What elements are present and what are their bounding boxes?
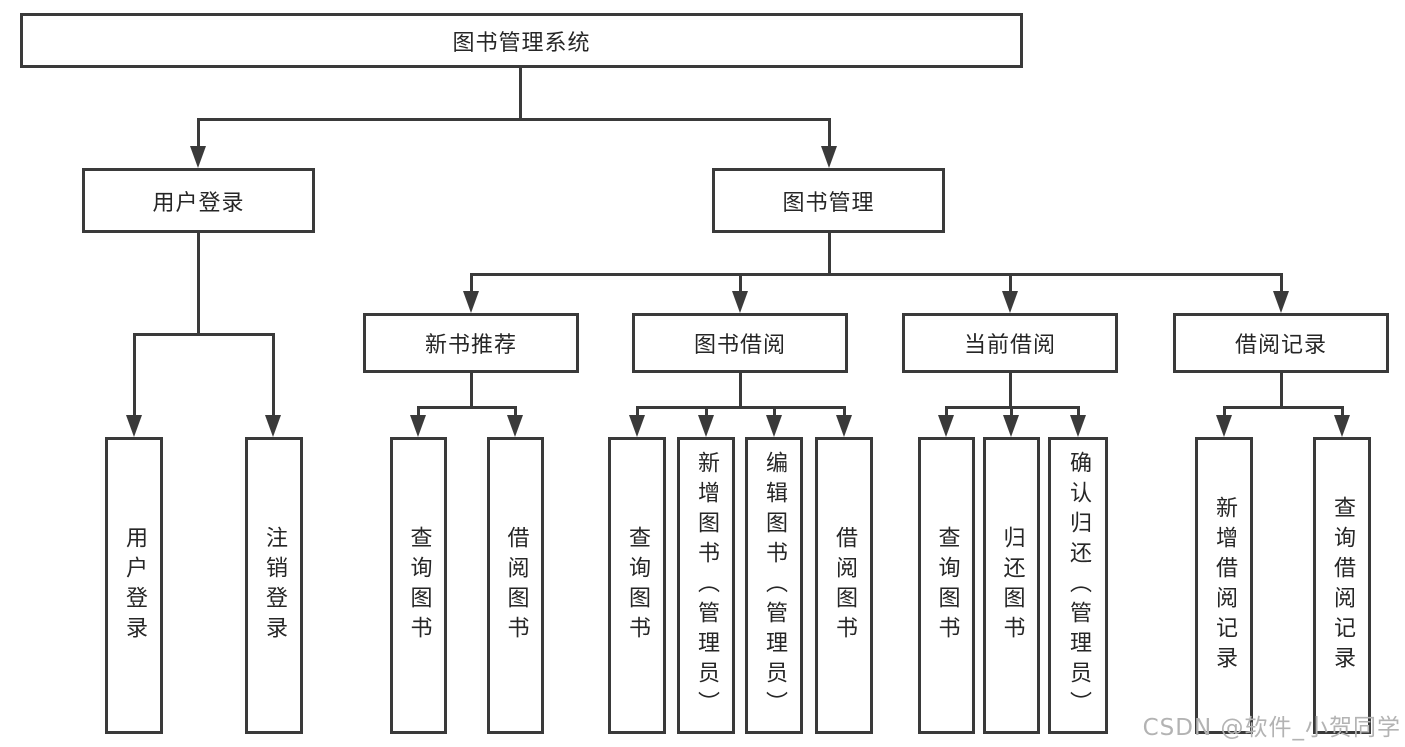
node-leaf-logout-label: 注销登录	[262, 525, 287, 646]
connector-br-hline	[1222, 406, 1344, 409]
node-user-login-label: 用户登录	[152, 190, 245, 216]
node-user-login: 用户登录	[82, 168, 315, 233]
node-br-query-record-label: 查询借阅记录	[1330, 495, 1355, 676]
node-bb-borrow-books-label: 借阅图书	[832, 525, 857, 646]
arrow-to-bb-query-books	[635, 406, 639, 416]
node-bb-query-books-label: 查询图书	[625, 525, 650, 646]
node-book-management-label: 图书管理	[782, 190, 875, 216]
node-library-system: 图书管理系统	[20, 13, 1023, 68]
node-current-borrowing-label: 当前借阅	[963, 333, 1056, 358]
node-bb-query-books: 查询图书	[608, 437, 666, 734]
arrow-to-cb-query-books	[944, 406, 948, 416]
arrow-to-br-add-record	[1222, 406, 1226, 416]
arrow-to-nbr-borrow-books	[513, 406, 517, 416]
arrow-to-current-borrowing	[1008, 273, 1012, 292]
arrow-to-bb-borrow-books	[842, 406, 846, 416]
arrow-to-borrow-records	[1279, 273, 1283, 292]
arrow-to-bb-add-books	[704, 406, 708, 416]
arrow-to-cb-confirm-return	[1076, 406, 1080, 416]
node-cb-confirm-return-admin-label: 确认归还（管理员）	[1066, 450, 1091, 721]
connector-user-login-hline	[132, 333, 275, 336]
node-cb-confirm-return-admin: 确认归还（管理员）	[1048, 437, 1108, 734]
connector-bb-stub	[738, 371, 742, 408]
node-nbr-query-books: 查询图书	[390, 437, 447, 734]
node-leaf-logout: 注销登录	[245, 437, 303, 734]
node-bb-add-books-admin-label: 新增图书（管理员）	[694, 450, 719, 721]
connector-br-stub	[1279, 371, 1283, 408]
connector-cb-stub	[1008, 371, 1012, 408]
connector-bb-hline	[635, 406, 846, 409]
node-cb-return-books-label: 归还图书	[999, 525, 1025, 646]
arrow-to-book-management	[827, 118, 831, 147]
arrow-to-logout-leaf	[271, 333, 275, 416]
node-book-borrowing: 图书借阅	[632, 313, 848, 373]
connector-root-stub	[518, 66, 522, 120]
node-bb-borrow-books: 借阅图书	[815, 437, 873, 734]
arrow-to-book-borrowing	[738, 273, 742, 292]
connector-book-management-stub	[827, 231, 831, 275]
node-borrow-records-label: 借阅记录	[1234, 333, 1327, 358]
node-nbr-borrow-books: 借阅图书	[487, 437, 544, 734]
node-bb-edit-books-admin: 编辑图书（管理员）	[745, 437, 803, 734]
arrow-to-bb-edit-books	[772, 406, 776, 416]
node-nbr-query-books-label: 查询图书	[406, 525, 432, 646]
node-book-borrowing-label: 图书借阅	[693, 333, 786, 358]
connector-nbr-stub	[469, 371, 473, 408]
connector-level3-hline	[469, 273, 1283, 276]
node-current-borrowing: 当前借阅	[902, 313, 1118, 373]
node-br-add-record: 新增借阅记录	[1195, 437, 1253, 734]
csdn-watermark: CSDN @软件_小贺同学	[1142, 715, 1401, 741]
connector-nbr-hline	[416, 406, 517, 409]
node-bb-add-books-admin: 新增图书（管理员）	[677, 437, 735, 734]
node-new-book-recommend-label: 新书推荐	[424, 333, 517, 358]
node-cb-query-books-label: 查询图书	[934, 525, 960, 646]
node-nbr-borrow-books-label: 借阅图书	[503, 525, 529, 646]
node-borrow-records: 借阅记录	[1173, 313, 1389, 373]
arrow-to-user-login-leaf	[132, 333, 136, 416]
node-br-query-record: 查询借阅记录	[1313, 437, 1371, 734]
node-book-management: 图书管理	[712, 168, 945, 233]
connector-level2-hline	[196, 118, 831, 121]
node-library-system-label: 图书管理系统	[452, 30, 591, 56]
arrow-to-cb-return-books	[1009, 406, 1013, 416]
node-br-add-record-label: 新增借阅记录	[1212, 495, 1237, 676]
node-leaf-user-login: 用户登录	[105, 437, 163, 734]
node-cb-return-books: 归还图书	[983, 437, 1040, 734]
arrow-to-new-book-recommend	[469, 273, 473, 292]
arrow-to-nbr-query-books	[416, 406, 420, 416]
arrow-to-br-query-record	[1340, 406, 1344, 416]
connector-user-login-stub	[196, 231, 200, 336]
node-cb-query-books: 查询图书	[918, 437, 975, 734]
node-bb-edit-books-admin-label: 编辑图书（管理员）	[762, 450, 787, 721]
node-new-book-recommend: 新书推荐	[363, 313, 579, 373]
node-leaf-user-login-label: 用户登录	[122, 525, 147, 646]
arrow-to-user-login	[196, 118, 200, 147]
